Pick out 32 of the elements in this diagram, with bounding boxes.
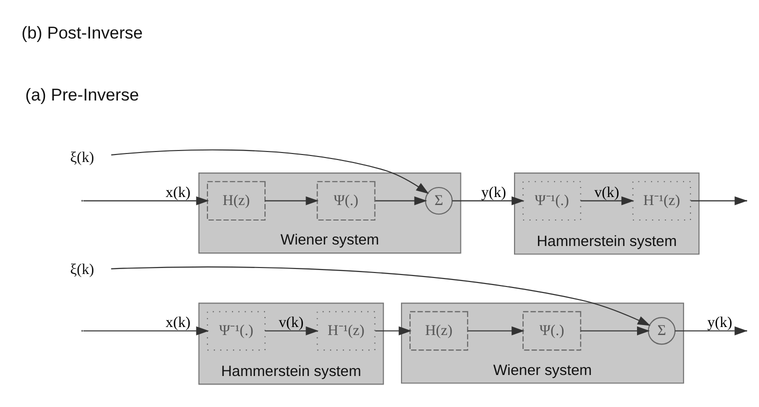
arrow <box>580 326 650 335</box>
arrow <box>83 196 209 205</box>
node-box: Ψ⁻¹(.) <box>206 310 266 350</box>
arrow <box>111 148 429 194</box>
node-text: ξ(k) <box>70 150 94 166</box>
label: (a) Pre-Inverse <box>25 84 139 104</box>
arrow <box>375 326 412 335</box>
node-box: H(z) <box>206 180 266 220</box>
edge-label: v(k) <box>278 314 304 330</box>
arrow <box>580 196 634 205</box>
arrow <box>265 196 319 205</box>
arrow <box>468 326 524 335</box>
edge-label: v(k) <box>594 184 620 200</box>
edge-label: x(k) <box>166 314 191 330</box>
edge-label: y(k) <box>707 314 732 330</box>
node-box: Ψ(.) <box>316 180 376 220</box>
node-circle: Σ <box>424 186 453 214</box>
node-circle: Σ <box>648 316 676 344</box>
edge-label: y(k) <box>481 184 506 200</box>
arrow <box>452 196 524 205</box>
node-box: H⁻¹(z) <box>316 310 376 350</box>
node-box: Ψ(.) <box>522 310 582 350</box>
node-box: H⁻¹(z) <box>632 180 691 220</box>
node-box: Ψ⁻¹(.) <box>522 180 582 220</box>
node-text: ξ(k) <box>70 262 94 278</box>
arrow <box>83 326 209 335</box>
arrow <box>111 266 651 326</box>
node-box: H(z) <box>410 310 468 350</box>
arrow <box>265 326 319 335</box>
label: (b) Post-Inverse <box>22 23 143 42</box>
edge-label: x(k) <box>166 184 191 200</box>
arrow <box>375 196 428 205</box>
